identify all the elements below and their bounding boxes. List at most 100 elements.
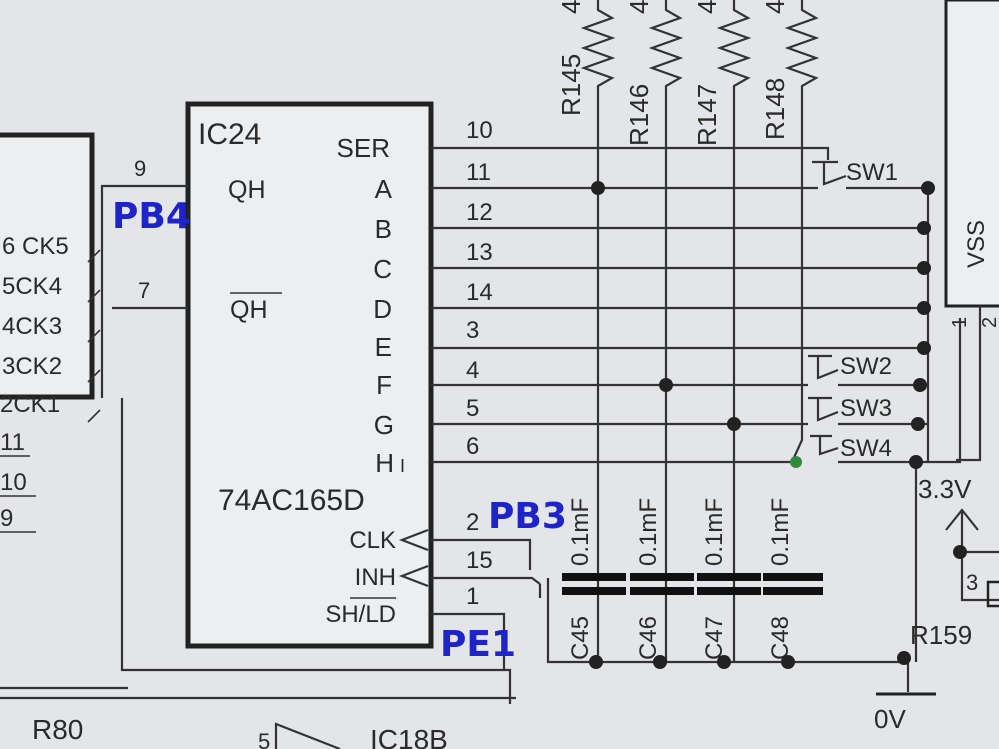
resistor-r147 [716,0,752,662]
cap-c48-plate-top [763,573,823,581]
pin-num-13: 13 [466,239,493,266]
annotation-pb3: PB3 [488,496,567,537]
label-r145: R145 [556,54,586,116]
junction [917,301,931,315]
left-ic-body [0,132,95,400]
junction [953,545,967,559]
pin-num-qh-bar: 7 [138,278,150,303]
r159-pin: 3 [966,570,978,595]
cap-c45-value: 0.1mF [567,498,594,566]
left-ic: 6 CK5 5CK4 4CK3 3CK2 2CK1 11 10 9 [0,132,101,533]
r145-value-fragment: 4 [556,0,586,14]
ic18b-label: IC18B [370,724,448,749]
wire-ser [431,146,830,160]
left-ic-pin-ck5: 6 CK5 [2,233,69,260]
r159-body [986,580,999,608]
pin-num-6: 6 [466,433,479,460]
ic24-pin-shld: SH/LD [325,601,396,628]
pin-num-5: 5 [466,395,479,422]
switch-sw2-label: SW2 [840,353,892,380]
cap-c45-plate-top [562,573,626,581]
ic18b-symbol [274,722,341,749]
label-r147: R147 [692,84,722,146]
qh-bus-wire [120,398,512,704]
junction [727,417,741,431]
junction [717,655,731,669]
junction [913,378,927,392]
r147-value-fragment: 4 [692,0,722,14]
power-3v3-label: 3.3V [918,474,972,504]
junction [897,651,911,665]
junction [917,221,931,235]
r148-value-fragment: 4 [760,0,790,14]
text-cursor: I [400,456,405,476]
ic24-pin-clk: CLK [349,527,396,554]
junction [591,181,605,195]
pin-num-2: 2 [466,509,479,536]
vss-link [916,318,962,464]
r159-wire [960,552,999,602]
switch-sw3-label: SW3 [840,395,892,422]
left-pin-11: 11 [0,429,25,456]
bottom-components: R80 5 IC18B [32,714,448,749]
qh-wires [100,184,188,398]
signal-wires [431,146,928,670]
ic24-name: IC24 [198,118,261,151]
pin-num-15: 15 [466,547,493,574]
cap-c47-value: 0.1mF [701,498,728,566]
r159-label: R159 [910,620,972,650]
power-3v3: 3.3V 3 R159 [910,474,999,650]
left-ic-bus-entries [87,249,101,423]
ic24-pin-d: D [373,294,392,324]
bottom-bus-wires [0,686,516,700]
switch-sw4-symbol [810,434,916,464]
wire-shld [431,612,506,670]
ic24-pin-ser: SER [337,133,390,163]
ic24-pin-qh: QH [228,176,266,204]
ic24-pin-g: G [374,410,394,440]
r80-label: R80 [32,714,83,745]
ic24-pin-a: A [375,174,393,204]
junction [917,341,931,355]
cap-c47-plate-bottom [697,587,761,595]
left-ic-pin-ck4: 5CK4 [2,273,62,300]
cap-c46-plate-bottom [630,587,694,595]
pin-num-qh: 9 [134,156,146,181]
switch-sw4-label: SW4 [840,435,892,462]
pin-num-11: 11 [466,159,491,186]
ic24-part-number: 74AC165D [218,484,365,517]
vss-block: VSS 1 2 [944,0,999,462]
ic24-pin-qh-bar: QH [230,296,268,324]
ic24-pin-b: B [375,214,392,244]
cap-c48-value: 0.1mF [767,498,794,566]
ic24-pin-inh: INH [355,564,396,591]
left-ic-pin-ck3: 4CK3 [2,313,62,340]
resistor-r145 [580,0,616,662]
left-pin-9: 9 [0,505,13,532]
cap-c48-plate-bottom [763,587,823,595]
vss-pin-2: 2 [979,317,999,328]
cap-c46-label: C46 [635,616,662,660]
pin-num-12: 12 [466,199,493,226]
junctions [589,181,967,669]
ic24-body [185,101,434,649]
junction [917,261,931,275]
ic24: IC24 QH QH SER A B C D E F G H 74AC165D … [185,101,434,649]
ic24-pin-e: E [375,332,392,362]
ground-label: 0V [874,704,906,734]
left-pin-underlines [0,455,36,533]
switch-sw1-label: SW1 [846,159,898,186]
pin-num-3: 3 [466,317,479,344]
resistor-r148 [784,0,820,463]
left-ic-pin-ck2: 3CK2 [2,353,62,380]
cap-c46-plate-top [630,573,694,581]
annotation-pe1: PE1 [440,624,516,665]
vss-body [944,0,999,308]
pin-num-1: 1 [466,583,479,610]
ic24-left-pins: 9 7 [0,156,516,704]
clock-edge-markers [398,528,429,588]
ic24-right-pin-numbers: 10 11 12 13 14 3 4 5 6 2 15 1 [466,117,493,610]
handwritten-annotations: PB4 PB3 PE1 [112,196,567,665]
capacitors: 0.1mF 0.1mF 0.1mF 0.1mF C45 C46 C47 C48 [562,498,823,660]
